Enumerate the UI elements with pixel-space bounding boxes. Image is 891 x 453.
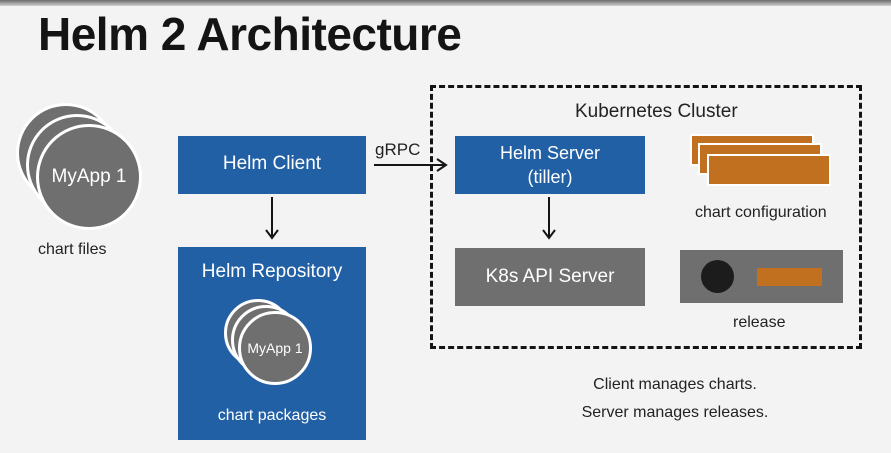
package-disc-label: MyApp 1 [247,340,303,356]
top-shadow-bar [0,0,891,6]
client-to-repository-arrow [265,197,279,240]
k8s-api-server-box: K8s API Server [455,248,645,306]
helm-repository-box: Helm Repository MyApp 1 chart packages [178,247,366,440]
release-record-dot [701,260,734,293]
chart-files-caption: chart files [38,241,107,258]
package-disc-front [238,311,312,385]
page-title: Helm 2 Architecture [38,8,462,60]
helm-client-label: Helm Client [222,153,322,174]
helm-server-box: Helm Server (tiller) [455,136,645,194]
config-sheet-front [707,154,831,186]
chart-file-label: MyApp 1 [51,166,127,187]
release-caption: release [733,314,786,331]
tiller-label: (tiller) [527,167,573,187]
grpc-label: gRPC [375,140,421,159]
kubernetes-cluster-boundary [430,85,862,349]
helm-client-box: Helm Client [178,136,366,194]
server-to-api-arrow [542,197,556,240]
helm-server-label: Helm Server [499,143,601,163]
note-client: Client manages charts. [593,376,757,393]
helm-repository-title: Helm Repository [201,261,343,282]
release-bar [757,268,822,286]
release-box [680,250,843,303]
chart-file-disc-front [36,124,142,230]
grpc-arrow [374,158,448,172]
chart-configuration-caption: chart configuration [695,204,827,221]
kubernetes-cluster-title: Kubernetes Cluster [575,101,738,122]
k8s-api-server-label: K8s API Server [485,266,615,287]
chart-packages-caption: chart packages [217,407,327,424]
note-server: Server manages releases. [581,404,769,421]
